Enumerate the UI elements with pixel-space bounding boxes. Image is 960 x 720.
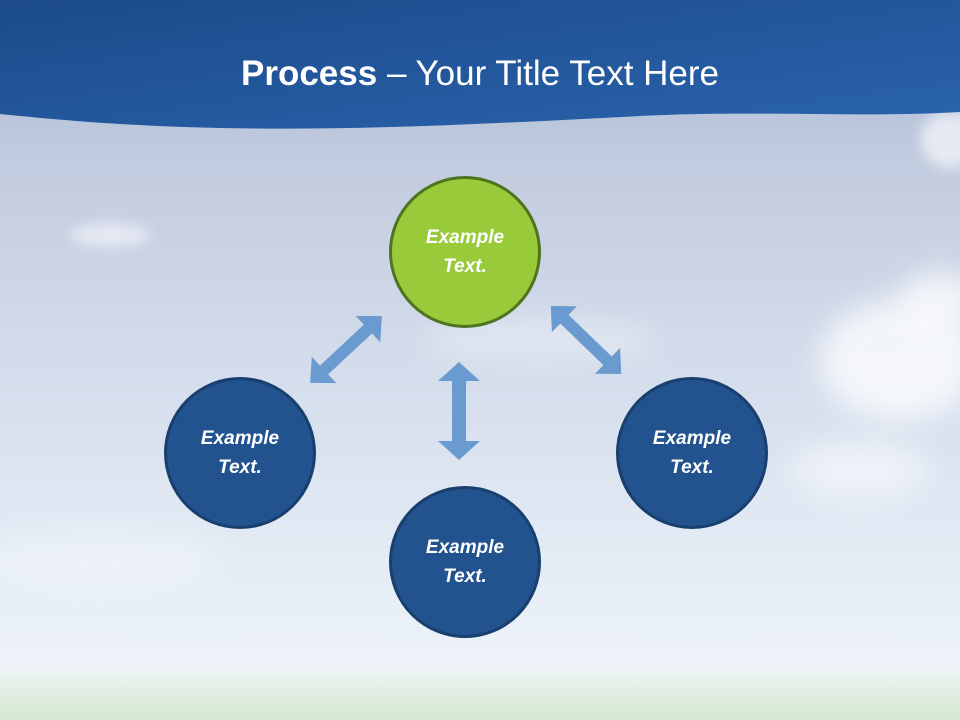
node-bottom-label: Example Text. xyxy=(425,537,505,587)
title-rest: – Your Title Text Here xyxy=(377,54,719,93)
process-node-top: Example Text. xyxy=(389,176,541,328)
slide-title: Process – Your Title Text Here xyxy=(0,52,960,96)
title-bold: Process xyxy=(241,54,378,93)
process-node-bottom: Example Text. xyxy=(389,486,541,638)
node-right-label: Example Text. xyxy=(652,428,732,478)
process-node-left: Example Text. xyxy=(164,377,316,529)
double-arrow-left xyxy=(310,315,382,384)
node-top-label: Example Text. xyxy=(425,227,505,277)
grass-strip xyxy=(0,660,960,720)
double-arrow-right xyxy=(550,305,622,375)
header-banner xyxy=(0,0,960,129)
node-left-label: Example Text. xyxy=(200,428,280,478)
process-node-right: Example Text. xyxy=(616,377,768,529)
double-arrow-vertical xyxy=(438,362,480,460)
